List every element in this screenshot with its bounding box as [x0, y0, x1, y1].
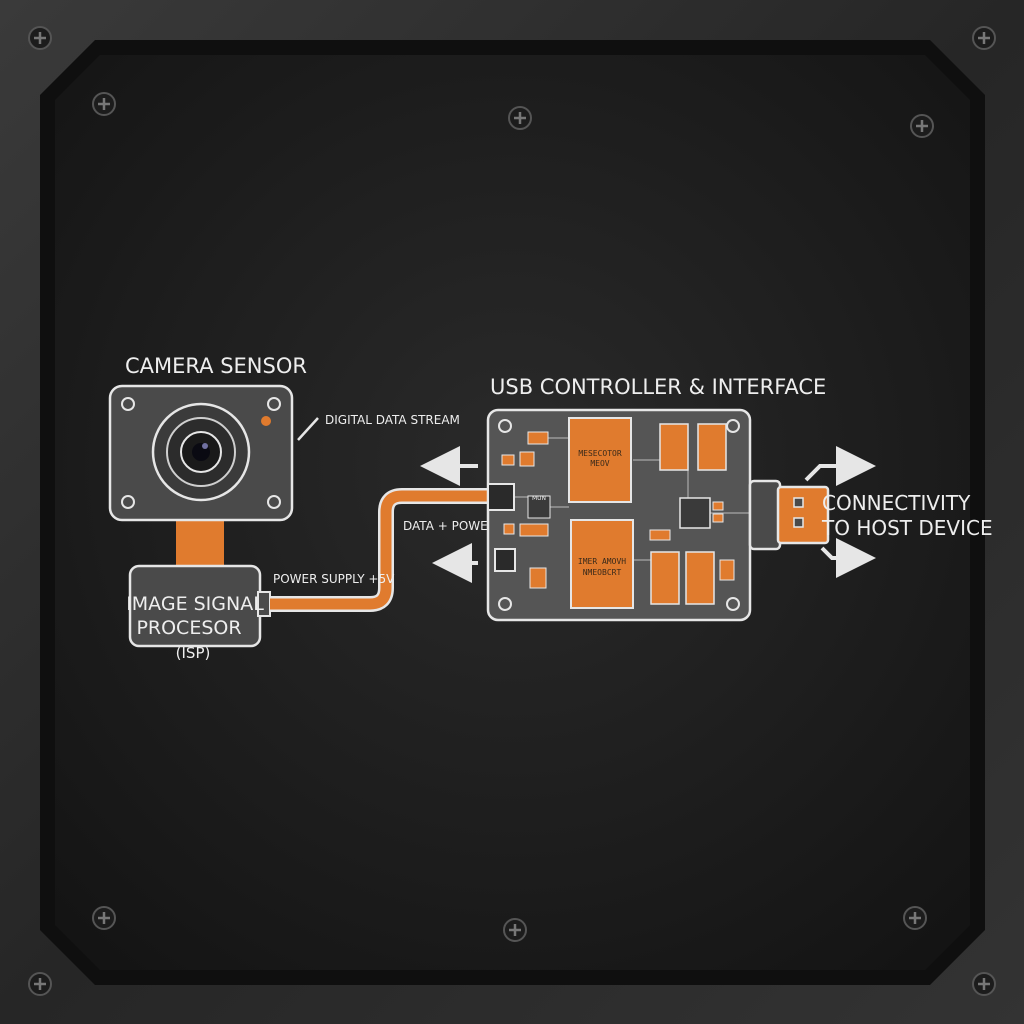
camera-sensor-label: CAMERA SENSOR — [125, 354, 307, 378]
chip2-label-line1: IMER AMOVH — [578, 557, 626, 566]
pcb-traces — [514, 437, 750, 561]
ic-chip — [697, 423, 727, 471]
digital-data-stream-label: DIGITAL DATA STREAM — [325, 413, 460, 427]
screw-icon — [971, 25, 997, 51]
smd-component — [519, 451, 535, 467]
smd-component — [501, 454, 515, 466]
small-chip-label: MUN — [532, 495, 546, 502]
isp-label-line3: (ISP) — [176, 644, 211, 662]
screw-icon — [507, 105, 533, 131]
ic-chip — [685, 551, 715, 605]
smd-component — [719, 559, 735, 581]
screw-icon — [909, 113, 935, 139]
smd-component — [529, 567, 547, 589]
smd-component — [527, 431, 549, 445]
screw-icon — [902, 905, 928, 931]
cable-connector — [487, 483, 515, 511]
smd-component — [519, 523, 549, 537]
screw-icon — [27, 25, 53, 51]
data-power-label: DATA + POWER — [403, 519, 496, 533]
arrow-right-icon — [804, 446, 876, 486]
screw-icon — [27, 971, 53, 997]
chip2-label-line2: NMEOBCRT — [583, 568, 622, 577]
isp-label-line2: PROCESOR — [136, 617, 241, 639]
ic-chip — [659, 423, 689, 471]
isp-label-line1: IMAGE SIGNAL — [126, 593, 264, 615]
power-supply-label: POWER SUPPLY +5V — [273, 572, 395, 586]
screw-icon — [971, 971, 997, 997]
power-data-cable — [270, 490, 490, 610]
screw-icon — [91, 905, 117, 931]
arrow-right-icon — [820, 538, 876, 578]
usb-plug-housing — [748, 479, 782, 551]
chip1-label-line1: MESECOTOR — [578, 449, 622, 458]
usb-controller-board — [486, 408, 830, 622]
screw-icon — [91, 91, 117, 117]
ic-chip — [650, 551, 680, 605]
connectivity-label-line1: CONNECTIVITY — [822, 491, 971, 515]
usb-controller-label: USB CONTROLLER & INTERFACE — [490, 375, 826, 399]
chip-controller — [570, 519, 634, 609]
screw-icon — [502, 917, 528, 943]
smd-component — [649, 529, 671, 541]
smd-component — [712, 513, 724, 523]
smd-component — [712, 501, 724, 511]
smd-component — [503, 523, 515, 535]
connectivity-label-line2: TO HOST DEVICE — [821, 516, 993, 540]
chip-memory — [568, 417, 632, 503]
callout-line — [297, 417, 319, 441]
usb-plug-icon — [776, 485, 830, 545]
port-connector — [494, 548, 516, 572]
chip1-label-line2: MEOV — [590, 459, 609, 468]
microcontroller-chip — [679, 497, 711, 529]
status-led-icon — [261, 416, 271, 426]
camera-module — [108, 384, 294, 522]
isp-module — [128, 564, 271, 648]
